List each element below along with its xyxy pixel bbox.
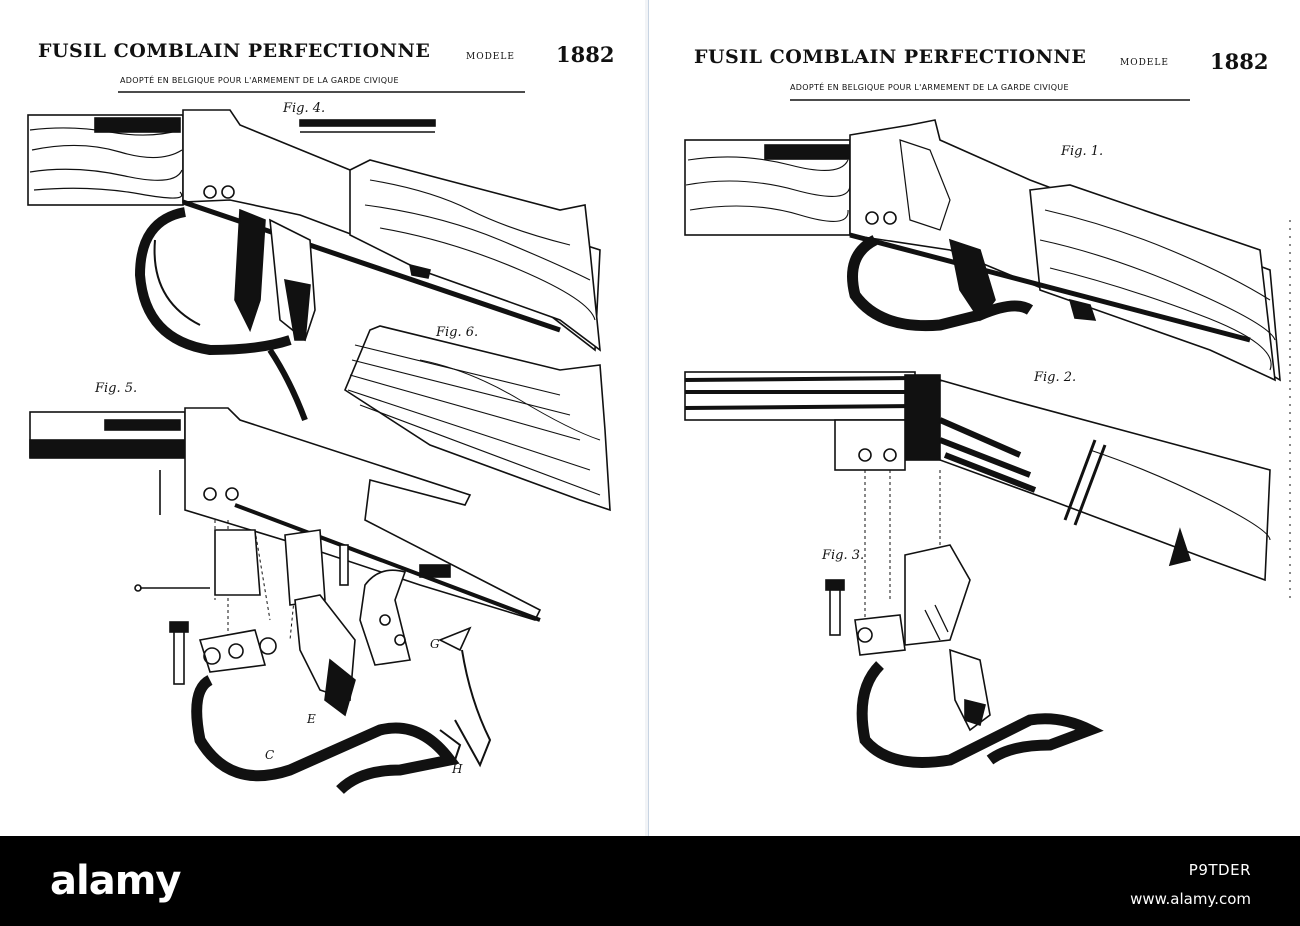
fig-4-drawing	[27, 109, 601, 422]
website-label: www.alamy.com	[1130, 890, 1251, 908]
fig-5-drawing	[29, 407, 542, 795]
part-label-h: H	[452, 762, 463, 776]
right-plate-engraving	[684, 99, 1291, 768]
image-id-label: P9TDER	[1188, 861, 1251, 879]
fig-2-label: Fig. 2.	[1034, 370, 1077, 385]
left-plate: FUSIL COMBLAIN PERFECTIONNE MODELE 1882 …	[0, 0, 644, 836]
right-plate: FUSIL COMBLAIN PERFECTIONNE MODELE 1882 …	[650, 0, 1300, 836]
right-plate-subtitle: ADOPTÉ EN BELGIQUE POUR L'ARMEMENT DE LA…	[790, 83, 1069, 92]
fig-1-label: Fig. 1.	[1061, 144, 1104, 159]
fig-6-drawing	[344, 325, 611, 512]
fig-3-drawing	[825, 544, 1104, 768]
left-plate-subtitle: ADOPTÉ EN BELGIQUE POUR L'ARMEMENT DE LA…	[120, 76, 399, 85]
fig-6-label: Fig. 6.	[436, 325, 479, 340]
left-plate-year: 1882	[556, 42, 615, 67]
left-plate-title: FUSIL COMBLAIN PERFECTIONNE	[38, 40, 431, 62]
fig-2-drawing	[684, 371, 1271, 620]
left-plate-model: MODELE	[466, 52, 515, 62]
alamy-logo: alamy	[50, 858, 181, 904]
fig-5-label: Fig. 5.	[95, 381, 138, 396]
fig-1-drawing	[684, 119, 1281, 382]
right-plate-title: FUSIL COMBLAIN PERFECTIONNE	[694, 46, 1087, 68]
fig-3-label: Fig. 3.	[822, 548, 865, 563]
left-plate-engraving	[27, 91, 611, 795]
part-label-e: E	[307, 712, 316, 726]
part-label-c: C	[265, 748, 275, 762]
plate-divider	[645, 0, 649, 836]
part-label-g: G	[430, 637, 440, 651]
plate-divider-line	[648, 0, 649, 836]
right-plate-model: MODELE	[1120, 58, 1169, 68]
stock-footer-banner: alamy P9TDER www.alamy.com	[0, 836, 1300, 926]
fig-4-label: Fig. 4.	[283, 101, 326, 116]
right-plate-year: 1882	[1210, 49, 1269, 74]
